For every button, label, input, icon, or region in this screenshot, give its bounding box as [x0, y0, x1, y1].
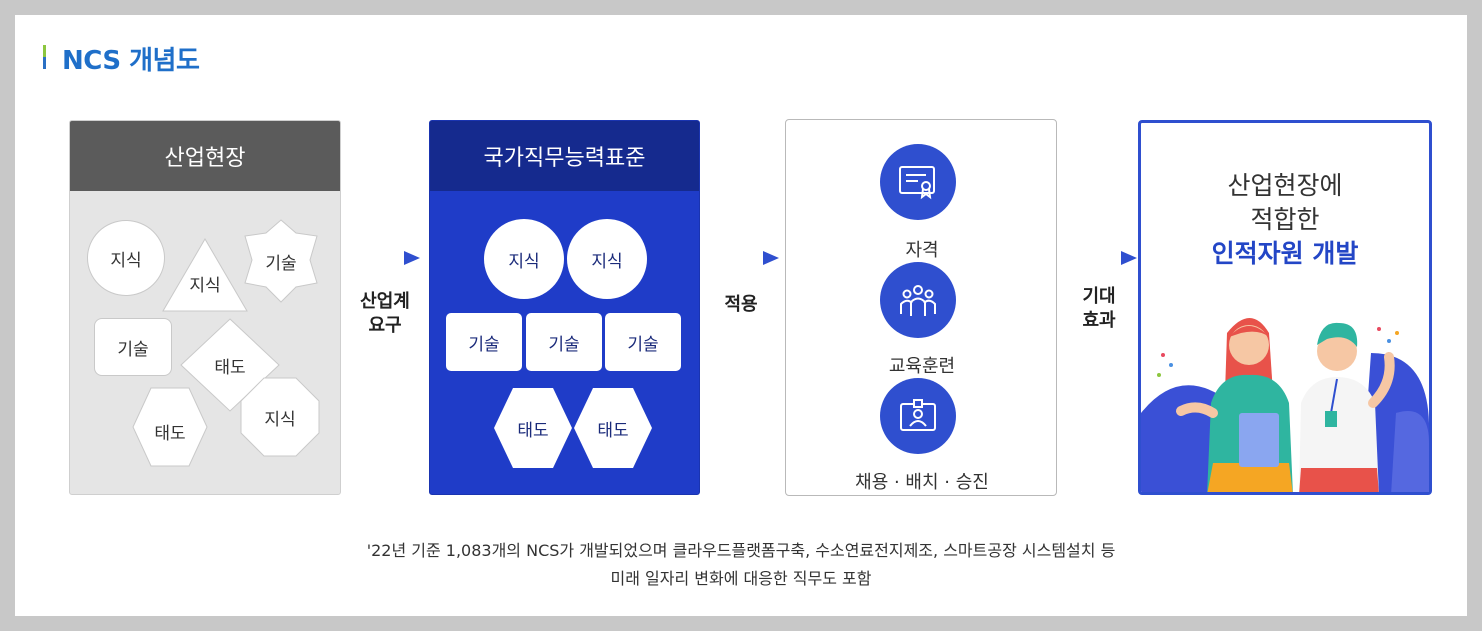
arrow-label-line: 기대 [1082, 286, 1116, 307]
arrow-label-line: 효과 [1082, 310, 1116, 331]
id-card-icon [880, 378, 956, 454]
ncs-attitude-hexagon: 태도 [494, 388, 572, 468]
shape-label: 지식 [264, 409, 296, 430]
result-line-3: 인적자원 개발 [1211, 239, 1359, 268]
industry-demand-label: 산업계 요구 [345, 290, 425, 338]
certificate-icon [880, 144, 956, 220]
shape-label: 태도 [214, 357, 246, 378]
shape-label: 기술 [548, 334, 580, 355]
ncs-skill-rect: 기술 [605, 313, 681, 371]
ncs-box-header: 국가직무능력표준 [430, 121, 699, 191]
ncs-knowledge-circle: 지식 [567, 219, 647, 299]
page-title: NCS 개념도 [62, 46, 200, 76]
result-box: 산업현장에 적합한 인적자원 개발 [1138, 120, 1432, 495]
shape-label: 기술 [117, 339, 149, 360]
caption-line-2: 미래 일자리 변화에 대응한 직무도 포함 [610, 569, 872, 588]
result-line-2: 적합한 [1250, 205, 1320, 234]
knowledge-circle: 지식 [87, 220, 165, 296]
shape-label: 기술 [468, 334, 500, 355]
ncs-knowledge-circle: 지식 [484, 219, 564, 299]
ncs-attitude-hexagon: 태도 [574, 388, 652, 468]
application-box: 자격 교육훈련 채용 · 배치 · 승진 [785, 119, 1057, 496]
training-label: 교육훈련 [888, 356, 956, 377]
shape-label: 기술 [265, 253, 297, 274]
industry-box: 산업현장 지식 지식 기술 기술 태도 태도 지식 [69, 120, 341, 495]
arrow-label-line: 산업계 [360, 291, 410, 312]
caption-line-1: '22년 기준 1,083개의 NCS가 개발되었으며 클라우드플랫폼구축, 수… [366, 541, 1116, 560]
shape-label: 태도 [154, 423, 186, 444]
workers-illustration [1141, 318, 1429, 492]
shape-label: 기술 [627, 334, 659, 355]
shape-label: 지식 [508, 251, 540, 272]
industry-box-header: 산업현장 [70, 121, 340, 191]
result-line-1: 산업현장에 [1227, 171, 1343, 200]
ncs-box: 국가직무능력표준 지식 지식 기술 기술 기술 태도 태도 [429, 120, 700, 495]
knowledge-octagon-shape [240, 377, 320, 457]
arrow-right-icon [707, 251, 779, 265]
arrow-right-icon [348, 251, 420, 265]
shape-label: 태도 [597, 420, 629, 441]
shape-label: 지식 [110, 250, 142, 271]
skill-star-shape [244, 219, 318, 303]
skill-rect-shape: 기술 [94, 318, 172, 376]
ncs-skill-rect: 기술 [446, 313, 522, 371]
hiring-label: 채용 · 배치 · 승진 [855, 472, 989, 493]
title-accent-bar [43, 45, 46, 69]
ncs-skill-rect: 기술 [526, 313, 602, 371]
attitude-hexagon-shape [132, 387, 208, 467]
arrow-label-line: 요구 [368, 315, 402, 336]
expected-effect-label: 기대 효과 [1061, 285, 1137, 333]
ncs-concept-diagram: NCS 개념도 산업현장 지식 지식 기술 기술 태도 태도 [15, 15, 1467, 616]
apply-label: 적용 [724, 294, 758, 315]
group-training-icon [880, 262, 956, 338]
shape-label: 태도 [517, 420, 549, 441]
knowledge-triangle [162, 238, 248, 312]
arrow-right-icon [1065, 251, 1137, 265]
shape-label: 지식 [591, 251, 623, 272]
qualification-label: 자격 [905, 240, 939, 261]
shape-label: 지식 [189, 275, 221, 296]
